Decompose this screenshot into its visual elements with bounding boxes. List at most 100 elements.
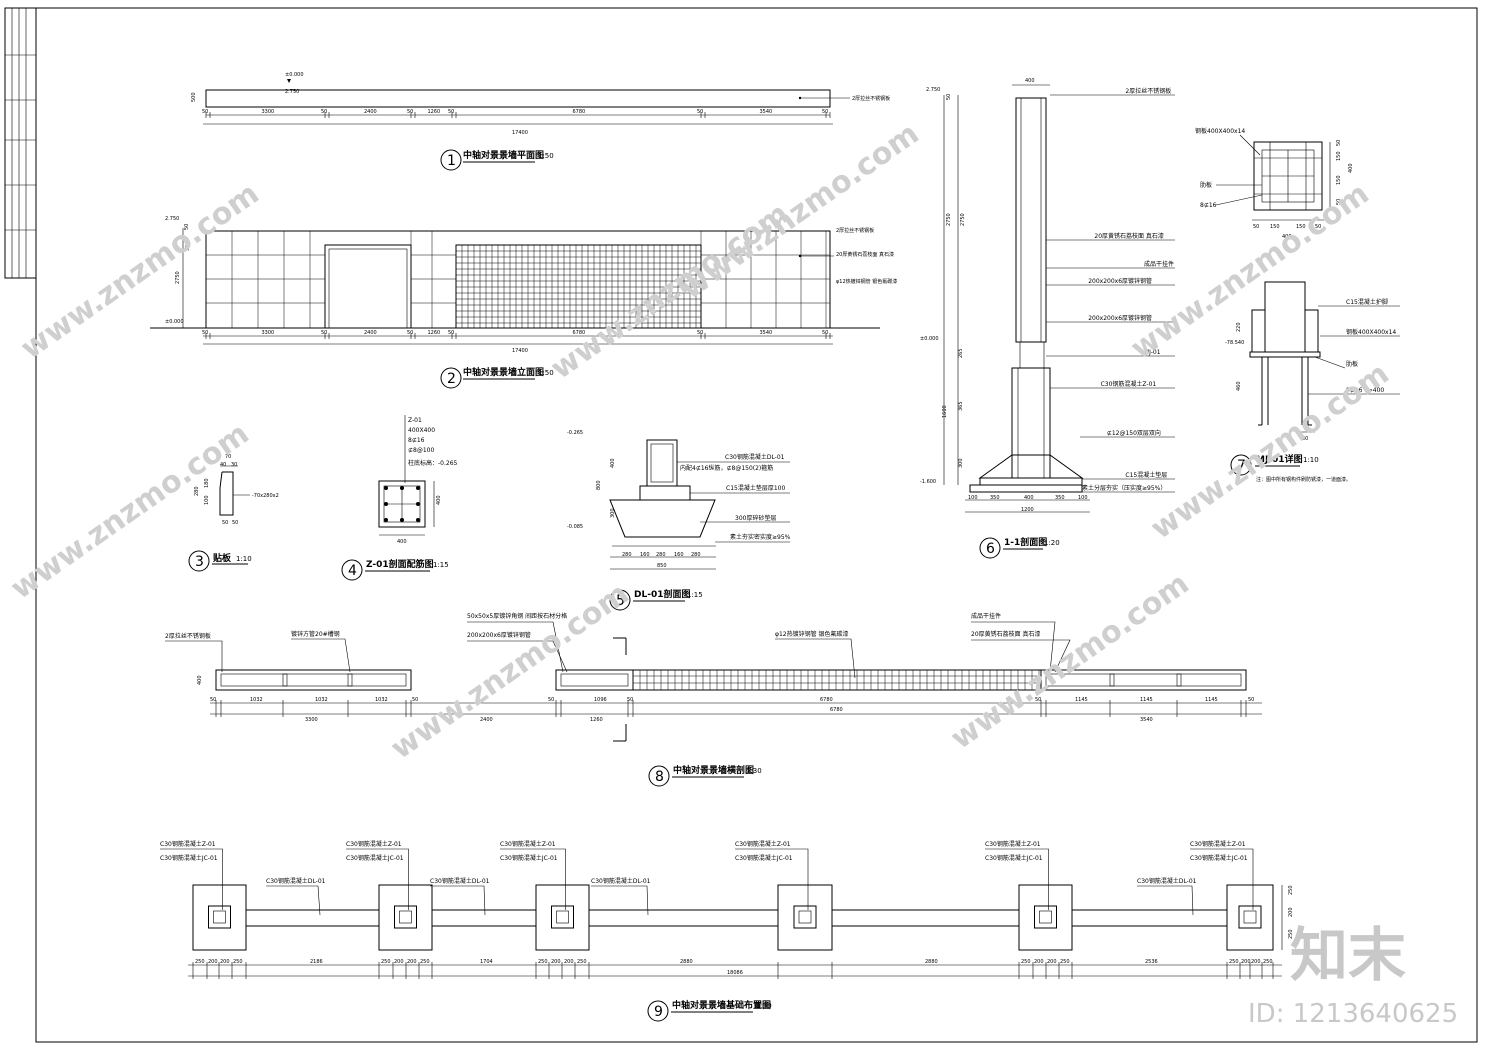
svg-text:1:10: 1:10 [1303, 456, 1319, 464]
svg-text:150: 150 [1336, 175, 1342, 185]
svg-text:±0.000: ±0.000 [920, 336, 939, 342]
svg-text:C30钢筋混凝土DL-01: C30钢筋混凝土DL-01 [266, 877, 326, 885]
dim-label: 50 [412, 697, 418, 703]
svg-text:1:50: 1:50 [538, 369, 554, 377]
svg-text:2750: 2750 [946, 213, 952, 226]
svg-text:8⊈16: 8⊈16 [408, 437, 425, 444]
svg-text:C30钢筋混凝土DL-01: C30钢筋混凝土DL-01 [725, 453, 785, 461]
note-label: 素土分层夯实（压实度≥95%） [1082, 484, 1166, 492]
title-3: 3 贴板 1:10 [188, 550, 252, 572]
svg-text:40: 40 [220, 462, 226, 468]
dim-label: 1096 [594, 697, 607, 703]
dim-label: 2186 [310, 959, 323, 965]
id-watermark: ID: 1213640625 [1248, 999, 1458, 1029]
svg-text:60: 60 [1302, 436, 1308, 442]
svg-text:20厚黄锈石荔枝面 真石漆: 20厚黄锈石荔枝面 真石漆 [836, 251, 894, 258]
svg-text:220: 220 [1236, 322, 1242, 332]
svg-text:C30钢筋混凝土DL-01: C30钢筋混凝土DL-01 [1137, 877, 1197, 885]
dim-label: 50 [321, 109, 327, 115]
dim-label: 200 [551, 959, 561, 965]
svg-text:8⊈16: 8⊈16 [1200, 202, 1217, 209]
svg-text:2厚拉丝不锈钢板: 2厚拉丝不锈钢板 [165, 632, 211, 640]
plan-note: 2厚拉丝不锈钢板 [852, 95, 890, 102]
dim-label: 250 [233, 959, 243, 965]
svg-text:4: 4 [348, 563, 357, 579]
label-z01: C30钢筋混凝土Z-01 [346, 840, 402, 848]
svg-text:3540: 3540 [1140, 717, 1153, 723]
svg-text:1:30: 1:30 [746, 767, 762, 775]
detail-3-plate: 70 40 30 280 180 100 50 50 -70x280x2 3 贴… [188, 454, 279, 572]
svg-text:280: 280 [194, 486, 200, 496]
detail-7-plate: 钢板400X400x14 肋板 8⊈16 50 150 150 50 400 5… [1195, 127, 1400, 483]
svg-text:C15混凝土护脚: C15混凝土护脚 [1346, 298, 1388, 306]
svg-text:400: 400 [1282, 234, 1292, 240]
svg-text:280: 280 [691, 552, 701, 558]
svg-text:2.750: 2.750 [926, 87, 940, 93]
svg-text:265: 265 [958, 348, 964, 358]
note-label: 2厚拉丝不锈钢板 [1125, 87, 1171, 95]
svg-text:1-1剖面图: 1-1剖面图 [1004, 536, 1047, 548]
title-5: 5 DL-01剖面图 1:15 [609, 588, 703, 611]
dim-label: 6780 [820, 697, 833, 703]
dim-label: 200 [1034, 959, 1044, 965]
title-4: 4 Z-01剖面配筋图 1:15 [341, 558, 449, 581]
svg-text:50: 50 [1336, 199, 1342, 205]
svg-text:成品干挂件: 成品干挂件 [971, 612, 1001, 620]
dim-label: 2400 [364, 109, 377, 115]
svg-text:贴板: 贴板 [213, 552, 232, 564]
svg-text:180: 180 [204, 478, 210, 488]
svg-text:柱底标高：-0.265: 柱底标高：-0.265 [408, 459, 458, 467]
footing-pad [1226, 884, 1274, 951]
svg-text:2: 2 [447, 371, 456, 387]
title-9: 9 中轴对景景墙基础布置图 1:30 [647, 999, 772, 1022]
dim-label: 200 [1241, 959, 1251, 965]
svg-text:20厚黄锈石荔枝面 真石漆: 20厚黄锈石荔枝面 真石漆 [971, 630, 1041, 638]
svg-text:50x50x5厚镀锌角钢 间距按石材分格: 50x50x5厚镀锌角钢 间距按石材分格 [467, 612, 567, 620]
dim-label: 50 [202, 109, 208, 115]
svg-text:50: 50 [232, 520, 238, 526]
dim-label: 50 [822, 109, 828, 115]
svg-text:250: 250 [1288, 929, 1294, 939]
svg-text:50: 50 [1253, 224, 1259, 230]
svg-text:内配4⊈16纵筋，⊈8@150(2)箍筋: 内配4⊈16纵筋，⊈8@150(2)箍筋 [680, 464, 773, 472]
dim-label: 50 [1248, 697, 1254, 703]
svg-text:www.znzmo.com: www.znzmo.com [1125, 176, 1376, 366]
svg-text:www.znzmo.com: www.znzmo.com [15, 176, 266, 366]
title-6: 6 1-1剖面图 1:20 [979, 536, 1060, 559]
svg-text:⊈8@100: ⊈8@100 [408, 447, 434, 454]
svg-text:-0.265: -0.265 [567, 430, 583, 436]
dim-label: 1032 [315, 697, 328, 703]
detail-4-column: Z-01 400X400 8⊈16 ⊈8@100 柱底标高：-0.265 400… [341, 415, 458, 581]
svg-text:C15混凝土垫层厚100: C15混凝土垫层厚100 [726, 484, 785, 492]
svg-text:www.znzmo.com: www.znzmo.com [945, 566, 1196, 756]
svg-text:350: 350 [1055, 495, 1065, 501]
svg-text:φ12热镀锌钢管 银色氟碳漆: φ12热镀锌钢管 银色氟碳漆 [775, 630, 849, 638]
svg-text:镀锌方管20#槽钢: 镀锌方管20#槽钢 [291, 630, 340, 638]
svg-text:100: 100 [204, 495, 210, 505]
elevation-view: 2.750 ±0.000 50 900 2750 2厚拉丝不锈钢板 20厚黄锈石… [150, 216, 897, 389]
dim-label: 2400 [364, 330, 377, 336]
svg-text:365: 365 [958, 401, 964, 411]
svg-text:150: 150 [1270, 224, 1280, 230]
svg-text:50: 50 [1336, 140, 1342, 146]
dim-label: 200 [564, 959, 574, 965]
dim-label: 50 [448, 330, 454, 336]
svg-text:1260: 1260 [590, 717, 603, 723]
svg-text:200: 200 [1288, 907, 1294, 917]
dim-label: 50 [448, 109, 454, 115]
note-label: 成品干挂件 [1144, 260, 1174, 268]
footing-pad [535, 884, 590, 951]
dim-label: 250 [1229, 959, 1239, 965]
dim-label: 250 [577, 959, 587, 965]
dim-label: 6780 [573, 330, 586, 336]
svg-text:400: 400 [610, 458, 616, 468]
svg-text:8: 8 [655, 769, 664, 785]
svg-text:800: 800 [596, 480, 602, 490]
svg-text:9: 9 [654, 1004, 663, 1020]
dim-label: 200 [220, 959, 230, 965]
label-jc01: C30钢筋混凝土JC-01 [985, 854, 1043, 862]
title-1: 1 中轴对景景墙平面图 1:50 [440, 149, 554, 171]
svg-text:460: 460 [1236, 381, 1242, 391]
label-z01: C30钢筋混凝土Z-01 [1190, 840, 1246, 848]
label-z01: C30钢筋混凝土Z-01 [160, 840, 216, 848]
